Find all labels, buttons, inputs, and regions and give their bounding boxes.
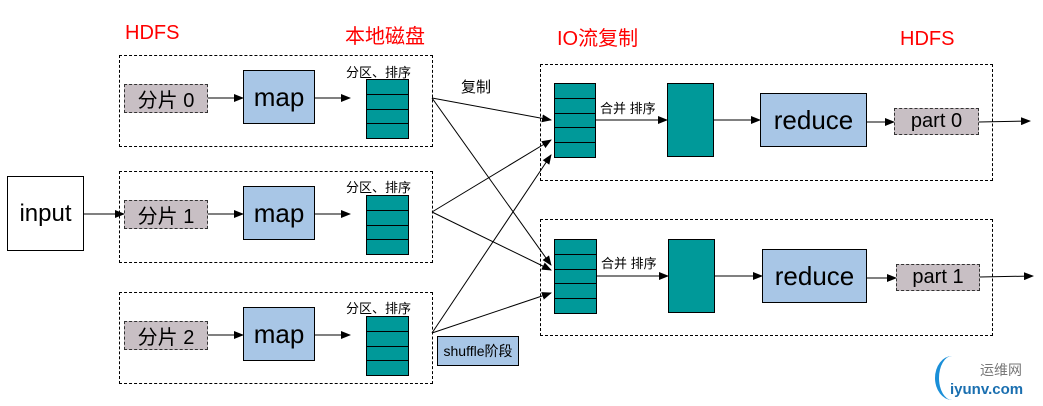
split-box: 分片 2 (124, 321, 208, 350)
map-box: map (243, 70, 315, 124)
map-task-box (119, 171, 433, 263)
arrow (431, 154, 552, 334)
hdfs-label-right: HDFS (900, 28, 955, 50)
split-box: 分片 0 (124, 84, 208, 113)
watermark-logo-icon (935, 356, 969, 400)
local-disk-label: 本地磁盘 (345, 26, 425, 48)
reduce-box: reduce (762, 249, 867, 303)
io-copy-label: IO流复制 (557, 28, 639, 50)
arrow (431, 97, 552, 266)
merged-file (668, 239, 715, 313)
arrow (431, 211, 552, 271)
merge-buffer (554, 83, 596, 158)
shuffle-stage-label: shuffle阶段 (437, 336, 519, 366)
split-box: 分片 1 (124, 200, 208, 229)
partition-sort-label: 分区、排序 (346, 65, 412, 80)
map-box: map (243, 186, 315, 240)
arrow (431, 139, 552, 213)
reduce-task-box (540, 219, 993, 336)
watermark-en: iyunv.com (950, 381, 1024, 398)
reduce-task-box (540, 64, 993, 181)
disk-buffer (366, 316, 409, 376)
merged-file (667, 83, 714, 157)
partition-sort-label: 分区、排序 (346, 301, 412, 316)
map-task-box (119, 292, 433, 384)
disk-buffer (366, 195, 409, 255)
reduce-box: reduce (760, 93, 867, 147)
copy-label: 复制 (461, 79, 492, 96)
merge-buffer (554, 239, 597, 314)
merge-sort-label: 合并 排序 (601, 256, 657, 271)
partition-sort-label: 分区、排序 (346, 180, 412, 195)
watermark-cn: 运维网 (980, 362, 1022, 378)
part-output: part 0 (894, 108, 979, 135)
map-task-box (119, 55, 433, 147)
hdfs-label-left: HDFS (125, 22, 180, 44)
arrow (978, 117, 1031, 126)
arrow (979, 272, 1034, 281)
merge-sort-label: 合并 排序 (600, 101, 656, 116)
arrow (431, 97, 552, 123)
disk-buffer (366, 79, 409, 139)
map-box: map (243, 307, 315, 361)
input-box: input (7, 176, 84, 251)
part-output: part 1 (896, 264, 980, 291)
arrow (431, 292, 552, 334)
